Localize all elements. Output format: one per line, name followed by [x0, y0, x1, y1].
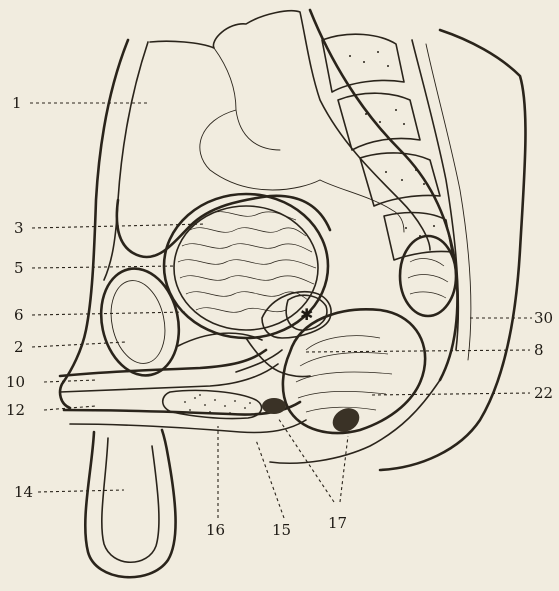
- anterior-abdominal-wall-inner: [104, 42, 148, 280]
- vertebral-bodies: [322, 34, 452, 260]
- pelvic-floor: [178, 333, 282, 372]
- label-15: 15: [272, 522, 291, 538]
- spinal-canal-inner: [426, 44, 471, 360]
- label-1: 1: [12, 95, 22, 111]
- pararectal-organ-fibres: [408, 259, 448, 298]
- label-5: 5: [14, 260, 24, 276]
- intestinal-loops: [150, 11, 430, 250]
- label-8: 8: [534, 342, 544, 358]
- label-3: 3: [14, 220, 24, 236]
- perineal-body-lower: [70, 420, 306, 433]
- label-10: 10: [6, 374, 25, 390]
- rectouterine-pouch: [262, 292, 331, 338]
- rectum-folds: [296, 336, 392, 412]
- label-16: 16: [206, 522, 225, 538]
- label-2: 2: [14, 339, 24, 355]
- label-12: 12: [6, 402, 25, 418]
- label-30: 30: [534, 310, 553, 326]
- pararectal-organ: [400, 236, 456, 316]
- intestinal-loop-inner: [200, 48, 320, 190]
- star-marker: ✱: [300, 307, 313, 323]
- label-6: 6: [14, 307, 24, 323]
- mesentery-line: [320, 180, 404, 232]
- vestibular-bulb-stipple: [184, 394, 251, 414]
- label-22: 22: [534, 385, 553, 401]
- urethra: [60, 350, 266, 376]
- pendant-sac-inner: [102, 438, 159, 562]
- pendant-sac: [85, 430, 175, 577]
- label-14: 14: [14, 484, 33, 500]
- anal-sphincter-left: [262, 398, 286, 414]
- pubic-symphysis: [92, 261, 189, 382]
- label-17: 17: [328, 515, 347, 531]
